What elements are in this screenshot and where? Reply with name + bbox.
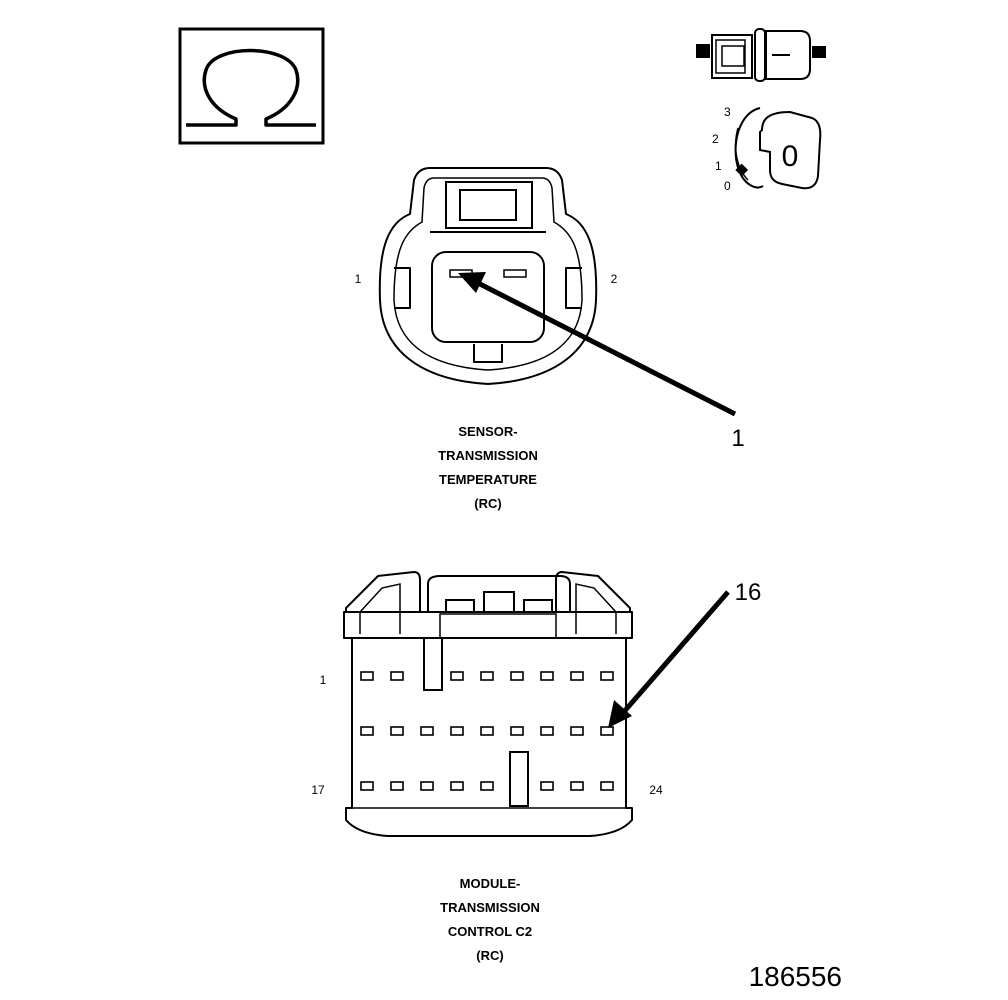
ignition-position-1: 1 [715, 159, 722, 173]
module-terminal-cavity [600, 671, 614, 681]
module-terminal-cavity [600, 781, 614, 791]
module-terminal-cavity [420, 726, 434, 736]
module-caption-line-3: CONTROL C2 [448, 924, 532, 939]
module-terminal-cavity [360, 781, 374, 791]
callout-arrow-1: 1 [458, 272, 745, 452]
module-terminal-cavity [510, 726, 524, 736]
sensor-caption-line-3: TEMPERATURE [439, 472, 537, 487]
module-pin-17-label: 17 [311, 783, 325, 797]
module-terminal-cavity [540, 671, 554, 681]
module-terminal-cavity [360, 726, 374, 736]
module-terminal-cavity [570, 781, 584, 791]
module-terminal-cavity [600, 726, 614, 736]
test-connector-icon [696, 28, 826, 82]
module-pin-1-label: 1 [320, 673, 327, 687]
sensor-caption-line-2: TRANSMISSION [438, 448, 538, 463]
figure-number: 186556 [749, 961, 842, 992]
ohmmeter-symbol [178, 27, 325, 145]
module-terminal-cavity [540, 781, 554, 791]
module-terminal-cavity [360, 671, 374, 681]
sensor-pin-2-terminal [503, 269, 527, 278]
module-terminal-cavity [510, 671, 524, 681]
sensor-pin-1-label: 1 [355, 272, 362, 286]
module-terminal-cavity [420, 781, 434, 791]
module-terminal-cavity [450, 726, 464, 736]
ignition-position-3: 3 [724, 105, 731, 119]
ohm-icon [186, 48, 316, 127]
ignition-position-2: 2 [712, 132, 719, 146]
module-terminal-cavity [450, 781, 464, 791]
sensor-pin-2-label: 2 [611, 272, 618, 286]
module-caption-line-4: (RC) [476, 948, 503, 963]
sensor-caption-line-4: (RC) [474, 496, 501, 511]
module-terminal-cavity [450, 671, 464, 681]
module-pin-grid [360, 671, 614, 791]
ignition-key-icon: 0 3 2 1 0 [712, 105, 822, 193]
module-terminal-cavity [390, 781, 404, 791]
module-caption: MODULE- TRANSMISSION CONTROL C2 (RC) [440, 876, 540, 963]
module-pin-24-label: 24 [649, 783, 663, 797]
callout-label-16: 16 [735, 579, 762, 606]
module-terminal-cavity [540, 726, 554, 736]
module-terminal-cavity [480, 726, 494, 736]
module-terminal-cavity [480, 781, 494, 791]
callout-label-1: 1 [731, 425, 744, 452]
module-caption-line-2: TRANSMISSION [440, 900, 540, 915]
module-terminal-cavity [570, 726, 584, 736]
ignition-position-0: 0 [724, 179, 731, 193]
sensor-caption-line-1: SENSOR- [458, 424, 517, 439]
sensor-caption: SENSOR- TRANSMISSION TEMPERATURE (RC) [438, 424, 538, 511]
module-terminal-cavity [570, 671, 584, 681]
module-terminal-cavity [480, 671, 494, 681]
callout-arrow-16: 16 [608, 579, 761, 728]
ignition-key-label: 0 [782, 140, 799, 173]
module-connector: 1 17 24 [311, 571, 663, 837]
module-terminal-cavity [390, 726, 404, 736]
sensor-connector: 1 2 [355, 167, 618, 385]
module-caption-line-1: MODULE- [460, 876, 521, 891]
module-terminal-cavity [390, 671, 404, 681]
